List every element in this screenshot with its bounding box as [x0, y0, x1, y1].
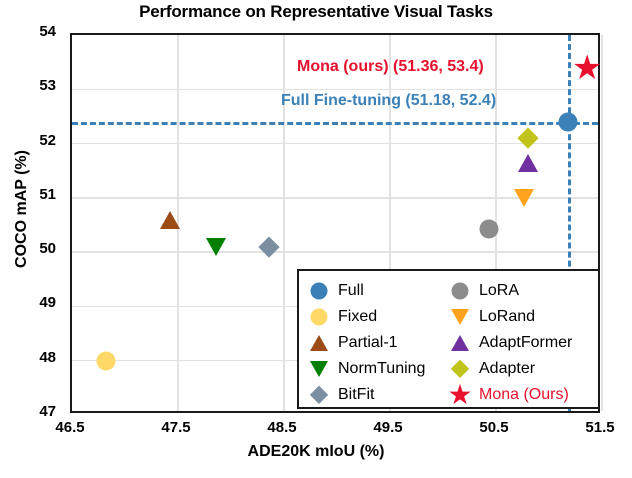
full-fine-tuning-annotation: Full Fine-tuning (51.18, 52.4) — [281, 92, 497, 109]
data-point-lora[interactable] — [479, 219, 499, 239]
legend-item-lora[interactable]: LoRA — [449, 278, 599, 304]
x-tick-label: 51.5 — [585, 419, 615, 436]
full-fine-tuning-vline — [568, 35, 572, 411]
legend-item-full[interactable]: Full — [308, 278, 458, 304]
triangle-up-icon — [449, 332, 471, 354]
gridline-vertical — [283, 35, 285, 411]
y-tick-label: 52 — [39, 131, 56, 149]
y-tick-label: 51 — [39, 185, 56, 203]
legend-label: Partial-1 — [338, 334, 398, 351]
data-point-adapter[interactable] — [517, 127, 539, 149]
legend-item-mona-ours[interactable]: ★ Mona (Ours) — [447, 378, 599, 412]
y-tick-label: 50 — [39, 240, 56, 258]
legend-label: AdaptFormer — [479, 334, 573, 351]
x-axis-title: ADE20K mIoU (%) — [247, 443, 385, 460]
data-point-fixed[interactable] — [96, 351, 116, 371]
data-point-mona-ours[interactable]: ★ — [571, 47, 603, 88]
legend-label: Full — [338, 282, 364, 299]
triangle-up-icon — [308, 332, 330, 354]
data-point-adaptformer[interactable] — [517, 153, 538, 172]
x-tick-label: 49.5 — [373, 419, 403, 436]
legend-label: Adapter — [479, 360, 536, 377]
legend-item-fixed[interactable]: Fixed — [308, 304, 458, 330]
legend-item-adaptformer[interactable]: AdaptFormer — [449, 330, 599, 356]
data-point-full[interactable] — [558, 112, 578, 132]
data-point-partial-1[interactable] — [159, 210, 180, 229]
legend-label: BitFit — [338, 386, 375, 403]
gridline-horizontal — [72, 251, 598, 253]
y-axis-title: COCO mAP (%) — [13, 150, 30, 268]
y-tick-label: 53 — [39, 77, 56, 95]
legend-label: LoRand — [479, 308, 536, 325]
y-tick-label: 47 — [39, 403, 56, 420]
circle-icon — [308, 280, 330, 302]
gridline-horizontal — [72, 197, 598, 199]
x-tick-label: 46.5 — [55, 419, 85, 436]
legend-label: NormTuning — [338, 360, 426, 377]
legend-label: LoRA — [479, 282, 520, 299]
x-tick-label: 47.5 — [161, 419, 191, 436]
data-point-normtuning[interactable] — [206, 237, 227, 256]
legend-label: Fixed — [338, 308, 378, 325]
legend-item-lorand[interactable]: LoRand — [449, 304, 599, 330]
y-axis-tick-labels: 47 48 49 50 51 52 53 54 — [0, 0, 64, 478]
chart-title: Performance on Representative Visual Tas… — [139, 2, 493, 21]
circle-icon — [449, 280, 471, 302]
legend-item-partial-1[interactable]: Partial-1 — [308, 330, 458, 356]
mona-annotation: Mona (ours) (51.36, 53.4) — [297, 58, 484, 75]
legend-label: Mona (Ours) — [479, 386, 569, 403]
y-tick-label: 48 — [39, 348, 56, 366]
diamond-icon — [308, 384, 330, 406]
gridline-vertical — [389, 35, 391, 411]
gridline-horizontal — [72, 88, 598, 91]
data-point-bitfit[interactable] — [258, 236, 280, 258]
legend-item-adapter[interactable]: Adapter — [449, 356, 599, 382]
legend-item-normtuning[interactable]: NormTuning — [308, 356, 458, 382]
gridline-vertical — [601, 35, 603, 411]
triangle-down-icon — [449, 306, 471, 328]
legend-item-bitfit[interactable]: BitFit — [308, 382, 458, 408]
data-point-lorand[interactable] — [513, 188, 534, 207]
star-icon: ★ — [447, 378, 473, 412]
y-tick-label: 54 — [39, 23, 56, 40]
gridline-horizontal — [72, 142, 598, 145]
circle-icon — [308, 306, 330, 328]
y-tick-label: 49 — [39, 294, 56, 312]
triangle-down-icon — [308, 358, 330, 380]
diamond-icon — [449, 358, 471, 380]
x-tick-label: 50.5 — [479, 419, 509, 436]
x-tick-label: 48.5 — [267, 419, 297, 436]
full-fine-tuning-hline — [72, 121, 598, 125]
